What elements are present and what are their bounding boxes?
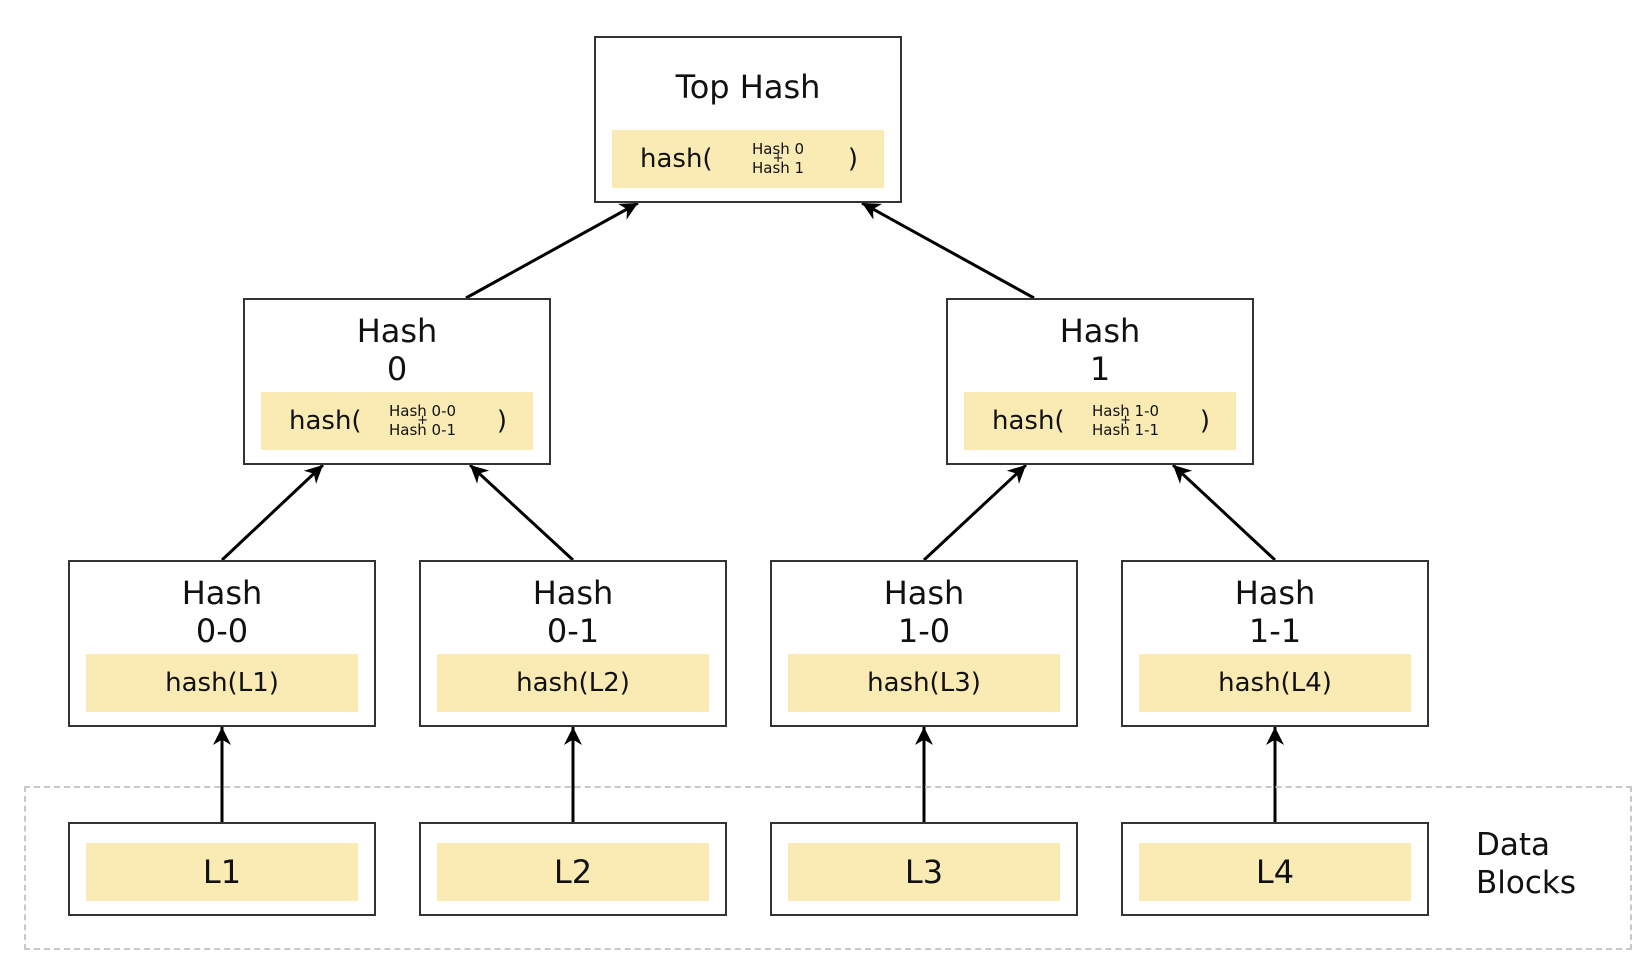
hash-1-left-operand: Hash 1-0 [1092,402,1160,420]
arrow-hash-0-1-to-hash-0 [468,463,575,562]
data-blocks-dashed-group [24,786,1632,950]
top-hash-title: Top Hash [675,68,821,106]
data-block-l1-label: L1 [86,843,358,901]
arrow-hash-1-1-to-hash-1 [1171,463,1277,562]
hash-0-plus: + [417,413,428,428]
data-block-l4: L4 [1121,822,1429,916]
arrow-hash-1-0-to-hash-1 [922,463,1028,562]
top-hash-concatenation: Hash 0 + Hash 1 [752,140,805,177]
data-block-l1: L1 [68,822,376,916]
top-hash-left-operand: Hash 0 [752,140,805,158]
hash-0-formula: hash( Hash 0-0 + Hash 0-1 ) [261,392,533,450]
arrow-hash-0-0-to-hash-0 [220,463,325,562]
hash-1-1-formula: hash(L4) [1139,654,1411,712]
hash-1-0-title: Hash 1-0 [883,574,965,650]
hash-1-1-node: Hash 1-1 hash(L4) [1121,560,1429,727]
hash-0-formula-prefix: hash( [289,406,362,436]
hash-1-node: Hash 1 hash( Hash 1-0 + Hash 1-1 ) [946,298,1254,465]
hash-0-1-title: Hash 0-1 [532,574,614,650]
hash-0-node: Hash 0 hash( Hash 0-0 + Hash 0-1 ) [243,298,551,465]
hash-0-title: Hash 0 [356,312,438,388]
hash-0-left-operand: Hash 0-0 [389,402,457,420]
data-blocks-label: Data Blocks [1476,827,1576,901]
data-block-l3-label: L3 [788,843,1060,901]
hash-1-1-title: Hash 1-1 [1234,574,1316,650]
hash-0-right-operand: Hash 0-1 [389,421,457,439]
hash-0-1-formula: hash(L2) [437,654,709,712]
hash-1-formula-suffix: ) [1199,406,1210,436]
hash-0-0-formula: hash(L1) [86,654,358,712]
hash-0-formula-suffix: ) [496,406,507,436]
hash-1-0-node: Hash 1-0 hash(L3) [770,560,1078,727]
hash-1-concatenation: Hash 1-0 + Hash 1-1 [1092,402,1160,439]
data-block-l2-label: L2 [437,843,709,901]
data-block-l3: L3 [770,822,1078,916]
top-hash-formula-prefix: hash( [640,144,713,174]
hash-1-right-operand: Hash 1-1 [1092,421,1160,439]
hash-1-formula-prefix: hash( [992,406,1065,436]
hash-0-0-node: Hash 0-0 hash(L1) [68,560,376,727]
top-hash-right-operand: Hash 1 [752,159,805,177]
hash-0-0-title: Hash 0-0 [181,574,263,650]
hash-1-title: Hash 1 [1059,312,1141,388]
data-block-l4-label: L4 [1139,843,1411,901]
arrow-hash-1-to-top-hash [861,201,1035,300]
data-block-l2: L2 [419,822,727,916]
top-hash-formula: hash( Hash 0 + Hash 1 ) [612,130,884,188]
hash-0-concatenation: Hash 0-0 + Hash 0-1 [389,402,457,439]
arrow-hash-0-to-top-hash [465,201,639,300]
hash-1-0-formula: hash(L3) [788,654,1060,712]
hash-1-formula: hash( Hash 1-0 + Hash 1-1 ) [964,392,1236,450]
hash-0-1-node: Hash 0-1 hash(L2) [419,560,727,727]
top-hash-formula-suffix: ) [847,144,858,174]
hash-1-plus: + [1120,413,1131,428]
top-hash-plus: + [772,151,784,166]
top-hash-node: Top Hash hash( Hash 0 + Hash 1 ) [594,36,902,203]
